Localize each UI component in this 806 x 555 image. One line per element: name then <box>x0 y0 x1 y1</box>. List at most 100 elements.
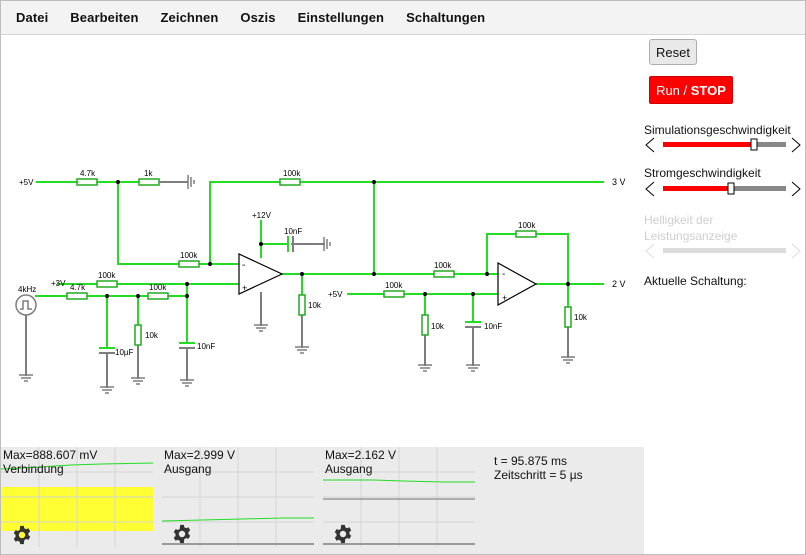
menu-einstellungen[interactable]: Einstellungen <box>297 10 385 25</box>
svg-text:-: - <box>242 260 245 271</box>
scope-3[interactable]: Max=2.162 V Ausgang <box>323 447 475 547</box>
current-circuit-label: Aktuelle Schaltung: <box>644 274 747 288</box>
slider-left-arrow-icon <box>645 243 655 259</box>
resistor-4k7-bottom <box>66 292 88 300</box>
label-4k7-bottom: 4.7k <box>70 283 86 292</box>
label-plus3v: +3V <box>51 279 66 288</box>
resistor-10k-a <box>134 324 142 346</box>
label-100k-fb2: 100k <box>518 221 536 230</box>
menu-schaltungen[interactable]: Schaltungen <box>406 10 486 25</box>
ground-source-icon <box>19 374 33 382</box>
resistor-100k-mid <box>433 270 455 278</box>
slider-right-arrow-icon <box>791 243 801 259</box>
current-speed-slider[interactable] <box>643 181 805 197</box>
current-speed-fill <box>663 186 731 191</box>
scope-3-max: Max=2.162 V <box>325 448 397 462</box>
menu-oszis[interactable]: Oszis <box>240 10 276 25</box>
ground-10k-b-icon <box>418 364 432 372</box>
slider-left-arrow-icon <box>645 137 655 153</box>
opamp-2 <box>497 261 538 307</box>
menu-bearbeiten[interactable]: Bearbeiten <box>70 10 139 25</box>
ground-opamp1-icon <box>254 324 268 332</box>
svg-text:+: + <box>242 283 247 293</box>
label-10k-out2: 10k <box>574 313 588 322</box>
gear-icon[interactable] <box>171 523 193 545</box>
time-step-text: Zeitschritt = 5 µs <box>494 468 583 482</box>
label-4khz: 4kHz <box>18 285 36 294</box>
scope-area: Max=888.607 mV Verbindung Max=2.999 V Au… <box>1 447 644 554</box>
label-4k7-top: 4.7k <box>80 169 96 178</box>
resistor-10k-b <box>421 314 429 336</box>
scope-3-grid <box>323 447 475 547</box>
ground-r10k-out1-icon <box>295 346 309 354</box>
ac-source-icon <box>15 294 37 316</box>
scope-3-name: Ausgang <box>325 462 373 476</box>
menu-bar: Datei Bearbeiten Zeichnen Oszis Einstell… <box>1 1 805 35</box>
current-speed-thumb <box>727 182 735 195</box>
brightness-slider <box>645 243 801 259</box>
label-100k-series: 100k <box>149 283 167 292</box>
output-2v-label: 2 V <box>612 279 626 289</box>
scope-1-grid <box>1 447 153 547</box>
slider-right-arrow-icon <box>791 181 801 197</box>
side-panel: Reset Run / STOP Simulationsgeschwindigk… <box>643 35 805 455</box>
stop-label: STOP <box>690 82 726 98</box>
label-10k-out1: 10k <box>308 301 322 310</box>
slider-right-arrow-icon <box>791 137 801 153</box>
scope-1[interactable]: Max=888.607 mV Verbindung <box>1 447 153 547</box>
label-100k-in: 100k <box>98 271 116 280</box>
run-stop-button[interactable]: Run / STOP <box>649 76 733 104</box>
sim-time-text: t = 95.875 ms <box>494 454 568 468</box>
ground-10k-out2-icon <box>561 356 575 364</box>
run-label: Run / <box>656 82 691 98</box>
resistor-100k-fb1 <box>178 260 200 268</box>
scope-2-max: Max=2.999 V <box>164 448 236 462</box>
label-plus12v: +12V <box>252 211 272 220</box>
resistor-100k-in <box>96 280 118 288</box>
menu-datei[interactable]: Datei <box>16 10 49 25</box>
current-speed-label: Stromgeschwindigkeit <box>644 166 761 180</box>
label-1k: 1k <box>144 169 153 178</box>
resistor-10k-out1 <box>298 294 306 316</box>
gear-icon[interactable] <box>332 523 354 545</box>
resistor-100k-fb2 <box>515 230 537 238</box>
circuit-canvas[interactable]: - + - + +5V 4.7k 1k 100k +12V 10nF 100k … <box>1 35 643 447</box>
ground-cap-icon <box>323 237 331 251</box>
resistor-1k <box>138 178 160 186</box>
scope-3-trace <box>323 479 475 483</box>
scope-2[interactable]: Max=2.999 V Ausgang <box>162 447 314 547</box>
label-100k-in2: 100k <box>385 281 403 290</box>
ground-10nF-b-icon <box>466 364 480 372</box>
scope-1-max: Max=888.607 mV <box>3 448 98 462</box>
label-10k-b: 10k <box>431 322 445 331</box>
resistor-100k-in2 <box>383 290 405 298</box>
output-3v-label: 3 V <box>612 177 626 187</box>
sim-speed-slider[interactable] <box>643 137 805 153</box>
resistor-4k7-top <box>76 178 98 186</box>
sim-speed-label: Simulationsgeschwindigkeit <box>644 123 791 137</box>
gear-icon[interactable] <box>11 524 33 546</box>
label-plus5v-mid: +5V <box>328 290 343 299</box>
label-10nF-top: 10nF <box>284 227 302 236</box>
svg-text:-: - <box>502 269 505 280</box>
scope-1-name: Verbindung <box>3 462 64 476</box>
label-100k-mid: 100k <box>434 261 452 270</box>
resistor-10k-out2 <box>564 306 572 328</box>
ground-10uF-icon <box>100 386 114 394</box>
sim-speed-fill <box>663 142 754 147</box>
label-10nF-b: 10nF <box>484 322 502 331</box>
menu-zeichnen[interactable]: Zeichnen <box>160 10 219 25</box>
scope-2-name: Ausgang <box>164 462 212 476</box>
reset-button[interactable]: Reset <box>649 39 697 65</box>
label-10k-a: 10k <box>145 331 159 340</box>
scope-1-trace <box>1 462 153 470</box>
label-plus5v-top: +5V <box>19 178 34 187</box>
ground-10k-a-icon <box>131 377 145 385</box>
sim-speed-thumb <box>750 138 758 151</box>
resistor-100k-series <box>147 292 169 300</box>
label-10uF: 10µF <box>115 348 134 357</box>
label-100k-fb1: 100k <box>180 251 198 260</box>
label-10nF-a: 10nF <box>197 342 215 351</box>
scope-2-grid <box>162 447 314 547</box>
scope-area-blank <box>644 447 805 554</box>
